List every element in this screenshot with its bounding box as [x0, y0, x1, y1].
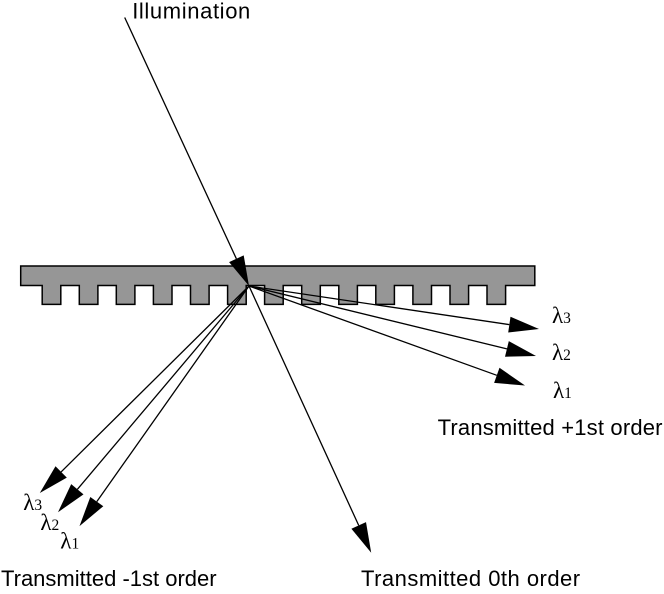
svg-text:Transmitted 0th order: Transmitted 0th order	[361, 566, 581, 591]
svg-text:λ1: λ1	[60, 529, 79, 554]
svg-text:λ3: λ3	[23, 490, 42, 515]
svg-text:Transmitted -1st order: Transmitted -1st order	[1, 566, 217, 591]
svg-text:λ2: λ2	[40, 510, 59, 535]
svg-text:Illumination: Illumination	[132, 0, 251, 24]
svg-text:λ3: λ3	[552, 303, 571, 328]
svg-text:λ1: λ1	[553, 378, 572, 403]
svg-text:Transmitted +1st order: Transmitted +1st order	[438, 415, 663, 440]
svg-text:λ2: λ2	[552, 340, 571, 365]
